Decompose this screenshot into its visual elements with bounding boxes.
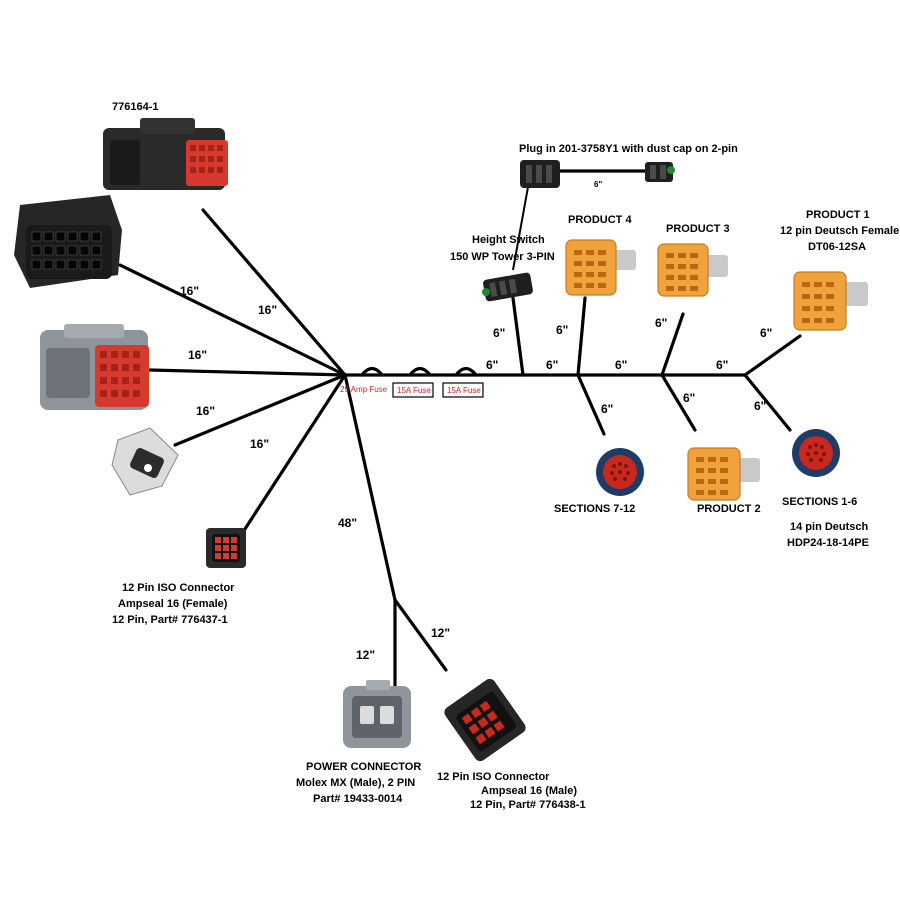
length-label: 16" (188, 348, 207, 362)
fuse-15a-symbol (408, 366, 432, 377)
wire-sections-7-12 (576, 373, 606, 436)
label-iso-male-part: 12 Pin, Part# 776438-1 (470, 799, 586, 811)
label-power: POWER CONNECTOR (306, 761, 421, 773)
deutsch-12pin-icon (565, 239, 636, 296)
length-label: 6" (683, 391, 695, 405)
wire-sections-1-6 (743, 373, 792, 432)
length-label: 48" (338, 516, 357, 530)
length-label: 6" (760, 326, 772, 340)
black-40pin-connector-icon (14, 195, 122, 288)
plug-201-3758Y1-icon (520, 160, 560, 188)
wire-gray-red-connector (148, 368, 347, 377)
length-label: 16" (250, 437, 269, 451)
wire-776164 (201, 208, 347, 377)
label-product2: PRODUCT 2 (697, 503, 761, 515)
deutsch-12pin-icon (793, 271, 868, 331)
wire-product3 (660, 312, 685, 377)
fuse-15b-box (442, 382, 484, 398)
wire-48in (343, 373, 397, 602)
label-iso-female-type: Ampseal 16 (Female) (118, 598, 228, 610)
wire-small-connector (173, 373, 347, 447)
label-product3: PRODUCT 3 (666, 223, 730, 235)
label-plug-length: 6" (594, 180, 602, 189)
label-iso-male: 12 Pin ISO Connector (437, 771, 550, 783)
label-power-part: Part# 19433-0014 (313, 793, 403, 805)
label-sections-7-12: SECTIONS 7-12 (554, 503, 635, 515)
label-plug-note: Plug in 201-3758Y1 with dust cap on 2-pi… (519, 143, 738, 155)
label-deutsch14-part: HDP24-18-14PE (787, 537, 869, 549)
length-label: 6" (546, 358, 558, 372)
label-product1-type: 12 pin Deutsch Female (780, 225, 899, 237)
label-sections-1-6: SECTIONS 1-6 (782, 496, 857, 508)
molex-power-icon (343, 680, 411, 748)
label-776164: 776164-1 (112, 101, 159, 113)
fuse-15b-label: 15A Fuse (447, 386, 481, 395)
wires (118, 169, 802, 688)
gray-red-connector-icon (40, 324, 149, 410)
fuse-25-label: 25 Amp Fuse (340, 385, 388, 394)
length-label: 16" (196, 404, 215, 418)
iso-male-connector-icon (444, 678, 526, 762)
round-14pin-icon (596, 448, 644, 496)
length-label: 12" (431, 626, 450, 640)
fuse-15a-label: 15A Fuse (397, 386, 431, 395)
label-height-switch-model: 150 WP Tower 3-PIN (450, 251, 555, 263)
label-power-type: Molex MX (Male), 2 PIN (296, 777, 415, 789)
label-iso-male-type: Ampseal 16 (Male) (481, 785, 577, 797)
label-product4: PRODUCT 4 (568, 214, 632, 226)
length-labels: 16" 16" 16" 16" 16" 48" 12" 12" 6" 6" 6"… (180, 284, 772, 662)
length-label: 6" (556, 323, 568, 337)
fuse-15b-symbol (454, 366, 478, 377)
length-label: 6" (486, 358, 498, 372)
connector-labels: 776164-1 Plug in 201-3758Y1 with dust ca… (112, 101, 899, 811)
length-label: 6" (716, 358, 728, 372)
wire-plug-link (512, 186, 529, 271)
length-label: 6" (601, 402, 613, 416)
label-height-switch: Height Switch (472, 234, 545, 246)
fuse-15a-box (392, 382, 434, 398)
label-product1: PRODUCT 1 (806, 209, 870, 221)
wire-product1 (743, 334, 802, 377)
length-label: 16" (258, 303, 277, 317)
height-switch-icon (482, 272, 533, 302)
label-product1-part: DT06-12SA (808, 241, 866, 253)
deutsch-12pin-icon (657, 243, 728, 297)
wire-product2 (660, 373, 697, 432)
connector-776164-icon (103, 118, 228, 190)
label-iso-female-part: 12 Pin, Part# 776437-1 (112, 614, 228, 626)
length-label: 16" (180, 284, 199, 298)
deutsch-12pin-icon (687, 447, 760, 501)
wire-iso-male (393, 598, 448, 672)
length-label: 6" (754, 399, 766, 413)
length-label: 6" (615, 358, 627, 372)
label-iso-female: 12 Pin ISO Connector (122, 582, 235, 594)
length-label: 12" (356, 648, 375, 662)
dust-cap-icon (645, 162, 675, 182)
wire-black-connector (118, 263, 347, 377)
fuse-25-symbol (360, 366, 384, 377)
iso-female-connector-icon (206, 528, 246, 568)
fuse-labels: 25 Amp Fuse 15A Fuse 15A Fuse (340, 382, 484, 398)
length-label: 6" (655, 316, 667, 330)
round-14pin-icon (792, 429, 840, 477)
label-deutsch14: 14 pin Deutsch (790, 521, 869, 533)
wire-height-switch (511, 296, 525, 377)
wire-iso-female (241, 373, 347, 534)
length-label: 6" (493, 326, 505, 340)
wire-product4 (576, 296, 587, 377)
small-gray-connector-icon (111, 427, 179, 496)
